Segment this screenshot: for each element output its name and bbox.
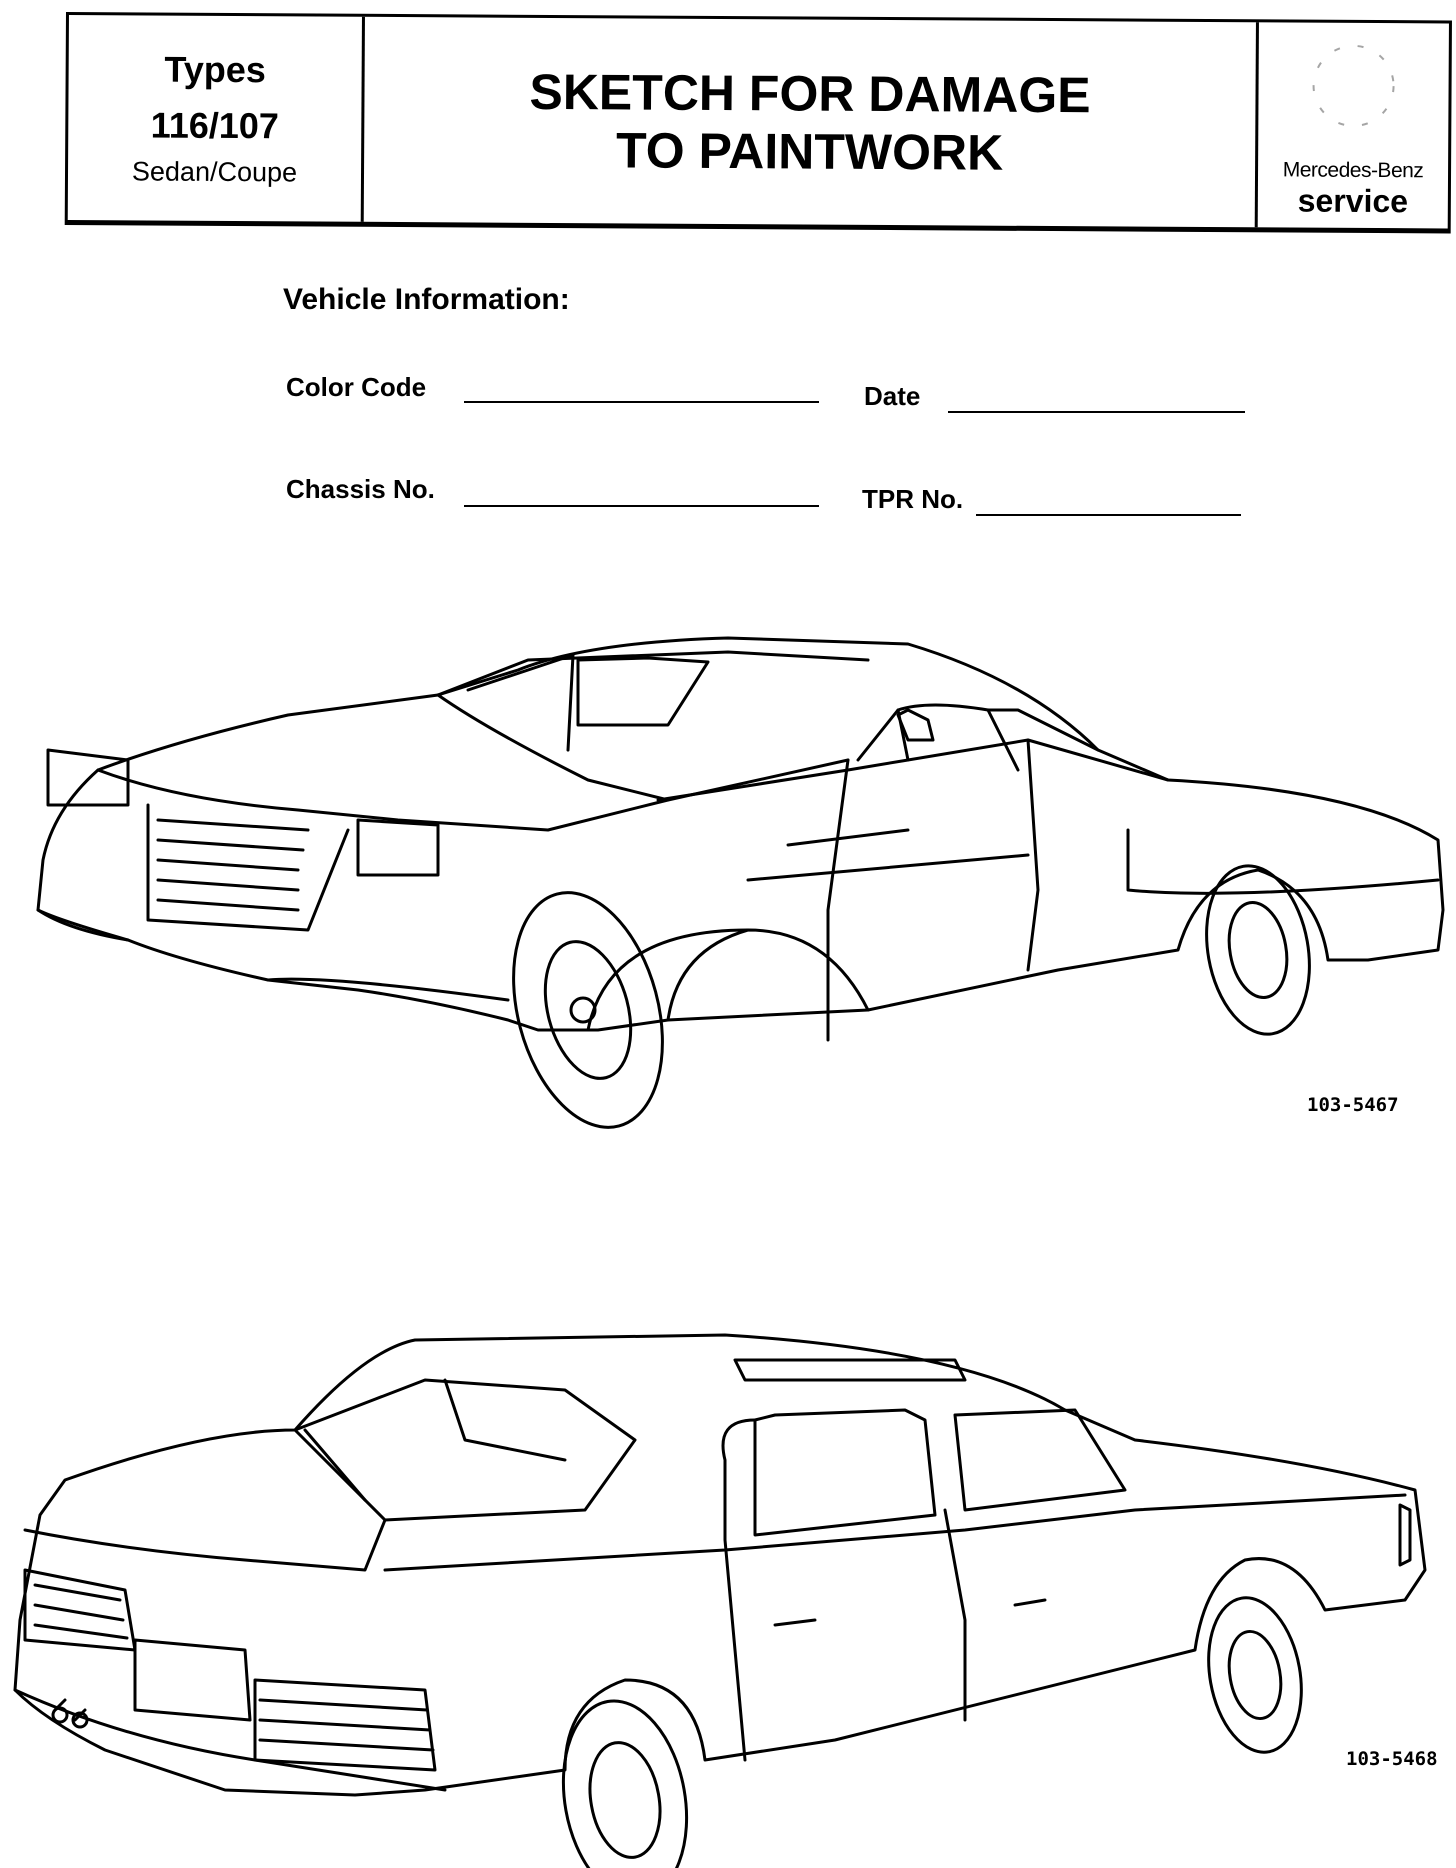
mercedes-star-icon	[1312, 44, 1395, 127]
tpr-label: TPR No.	[862, 484, 964, 514]
figure-number-rear: 103-5468	[1346, 1748, 1438, 1770]
chassis-field[interactable]	[464, 478, 819, 507]
vehicle-info-heading: Vehicle Information:	[283, 283, 570, 316]
types-label: Types	[164, 48, 266, 91]
car-rear-view-sketch[interactable]	[5, 1320, 1445, 1868]
figure-number-front: 103-5467	[1307, 1094, 1399, 1116]
title-cell: SKETCH FOR DAMAGE TO PAINTWORK	[363, 16, 1259, 228]
brand-cell: Mercedes-Benz service	[1258, 22, 1449, 228]
model-number: 116/107	[150, 104, 280, 147]
brand-name: Mercedes-Benz	[1282, 158, 1424, 183]
brand-service: service	[1297, 182, 1409, 220]
title-line-2: TO PAINTWORK	[615, 121, 1004, 181]
color-code-label: Color Code	[286, 372, 427, 402]
body-style: Sedan/Coupe	[131, 156, 298, 188]
color-code-field[interactable]	[464, 374, 819, 403]
form-header: Types 116/107 Sedan/Coupe SKETCH FOR DAM…	[64, 12, 1452, 234]
title-line-1: SKETCH FOR DAMAGE	[529, 63, 1091, 123]
car-front-view-sketch[interactable]	[28, 630, 1456, 1270]
tpr-field[interactable]	[976, 487, 1241, 516]
type-cell: Types 116/107 Sedan/Coupe	[67, 15, 365, 222]
date-field[interactable]	[948, 384, 1245, 413]
chassis-label: Chassis No.	[286, 474, 435, 504]
date-label: Date	[864, 381, 921, 411]
